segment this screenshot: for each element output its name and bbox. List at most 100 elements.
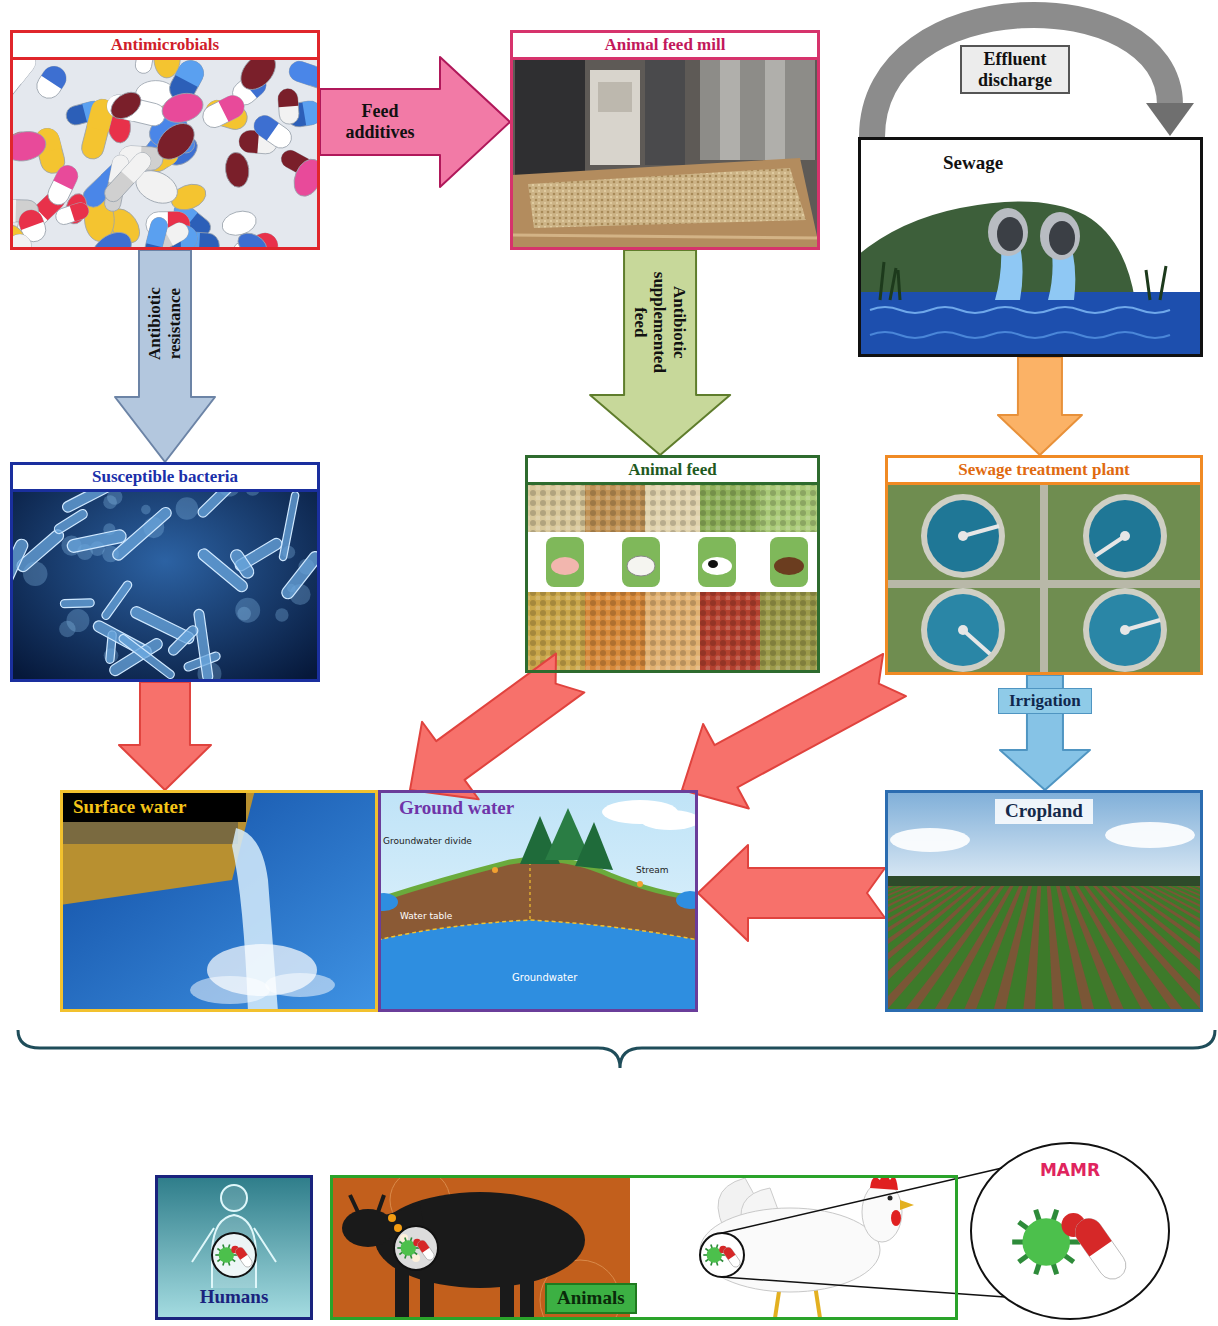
- resistance-icons: [416, 1239, 436, 1262]
- treatment-plant-picture: [1040, 482, 1048, 675]
- bacteria-cells: [10, 467, 320, 682]
- bacteria-cells: [235, 598, 260, 623]
- ground-water-picture: [378, 920, 698, 1012]
- feed-mill-picture: [510, 30, 820, 250]
- sewage-picture: [870, 307, 1170, 313]
- picture-box: Animal feed: [525, 455, 820, 673]
- pill-pile: [10, 229, 36, 250]
- pill-pile: [70, 201, 91, 222]
- feed-picture: [525, 482, 820, 532]
- resistance-icons: [212, 1233, 256, 1277]
- pill-pile: [139, 216, 169, 250]
- settling-tank: [1089, 500, 1161, 572]
- settling-tank: [1089, 594, 1161, 666]
- node-heading: MAMR: [1036, 1158, 1104, 1182]
- pill-pile: [101, 149, 154, 205]
- settling-tank: [958, 531, 968, 541]
- block-arrow: [115, 250, 215, 462]
- resistance-icons: [1070, 1213, 1131, 1284]
- pill-pile: [84, 225, 139, 250]
- pill-pile: [199, 92, 248, 132]
- resistance-icons: [212, 1210, 1131, 1285]
- feed-picture: [525, 455, 820, 673]
- label-holder: Groundwater divide: [383, 836, 472, 846]
- feed-picture: [774, 557, 804, 575]
- pill-pile: [218, 92, 248, 122]
- ground-water-picture: [378, 790, 698, 1012]
- zoom-leader: [722, 1277, 1005, 1297]
- pill-pile: [159, 89, 207, 127]
- bacteria-cells: [193, 609, 213, 682]
- bacteria-cells: [279, 491, 300, 561]
- pill-pile: [101, 149, 154, 205]
- settling-tank: [1120, 625, 1130, 635]
- ground-water-picture: [492, 867, 498, 873]
- pill-pile: [199, 92, 248, 132]
- arrow-label: Antibiotic resistance: [145, 264, 184, 384]
- pill-pile: [164, 220, 191, 246]
- figure-label: Groundwater divide: [383, 836, 472, 846]
- settling-tank: [1125, 620, 1160, 630]
- crop-rows: [1170, 886, 1203, 1012]
- resistance-icons: [234, 1246, 254, 1269]
- picture-box: Antimicrobials: [10, 30, 320, 250]
- ground-water-picture: [676, 891, 698, 909]
- figure-label: Stream: [636, 865, 669, 875]
- settling-tank: [921, 588, 1005, 672]
- pill-pile: [234, 228, 271, 250]
- resistance-icons: [416, 1239, 430, 1253]
- crop-rows: [1035, 886, 1053, 1012]
- pill-pile: [150, 116, 201, 166]
- pill-pile: [238, 130, 259, 154]
- picture-box: Animals: [330, 1175, 958, 1320]
- effluent-arch: [1146, 103, 1194, 136]
- feed-picture: [770, 537, 808, 587]
- label-holder: Water table: [400, 911, 452, 921]
- cropland-picture: [1105, 822, 1195, 848]
- resistance-icons: [700, 1233, 744, 1277]
- feed-mill-picture: [515, 60, 585, 180]
- sewage-picture: [1040, 212, 1080, 260]
- bacteria-cells: [100, 579, 133, 621]
- arrow-label: Feed additives: [337, 101, 423, 142]
- sewage-picture: [870, 332, 1170, 338]
- bacteria-cells: [176, 497, 199, 520]
- bacteria-cells: [110, 505, 173, 562]
- effluent-arch: [872, 15, 1194, 137]
- chicken-figure: [700, 1208, 880, 1292]
- bacteria-cells: [141, 505, 151, 515]
- pill-picture: [10, 30, 320, 250]
- pill-pile: [287, 59, 316, 86]
- pill-pile: [139, 216, 169, 250]
- arrow-label: Irrigation: [998, 688, 1092, 714]
- grouping-bracket: [18, 1030, 1215, 1068]
- pill-pile: [287, 59, 320, 93]
- pill-pile: [106, 87, 146, 124]
- surface-water-picture: [60, 790, 378, 1012]
- settling-tank: [927, 594, 999, 666]
- chicken-figure: [891, 1210, 901, 1226]
- bacteria-cells: [53, 508, 89, 535]
- pill-pile: [10, 128, 48, 165]
- human-picture: [155, 1175, 313, 1320]
- label-holder: Effluent discharge: [960, 45, 1070, 94]
- bacteria-cells: [196, 547, 250, 594]
- resistance-icons: [394, 1226, 438, 1270]
- settling-tank: [963, 630, 990, 654]
- feed-picture: [627, 556, 655, 576]
- zoom-circle: MAMR: [970, 1142, 1170, 1320]
- bacteria-cells: [167, 624, 200, 657]
- arrow-label-holder: Irrigation: [998, 688, 1092, 714]
- pill-pile: [250, 111, 279, 140]
- settling-tank: [1083, 588, 1167, 672]
- feed-picture: [546, 537, 584, 587]
- pill-pile: [32, 62, 71, 103]
- picture-box: Humans: [155, 1175, 313, 1320]
- resistance-icons: [234, 1246, 248, 1260]
- pill-pile: [277, 88, 299, 125]
- resistance-icons: [1070, 1213, 1131, 1284]
- zoom-circle-fill: [970, 1142, 1170, 1320]
